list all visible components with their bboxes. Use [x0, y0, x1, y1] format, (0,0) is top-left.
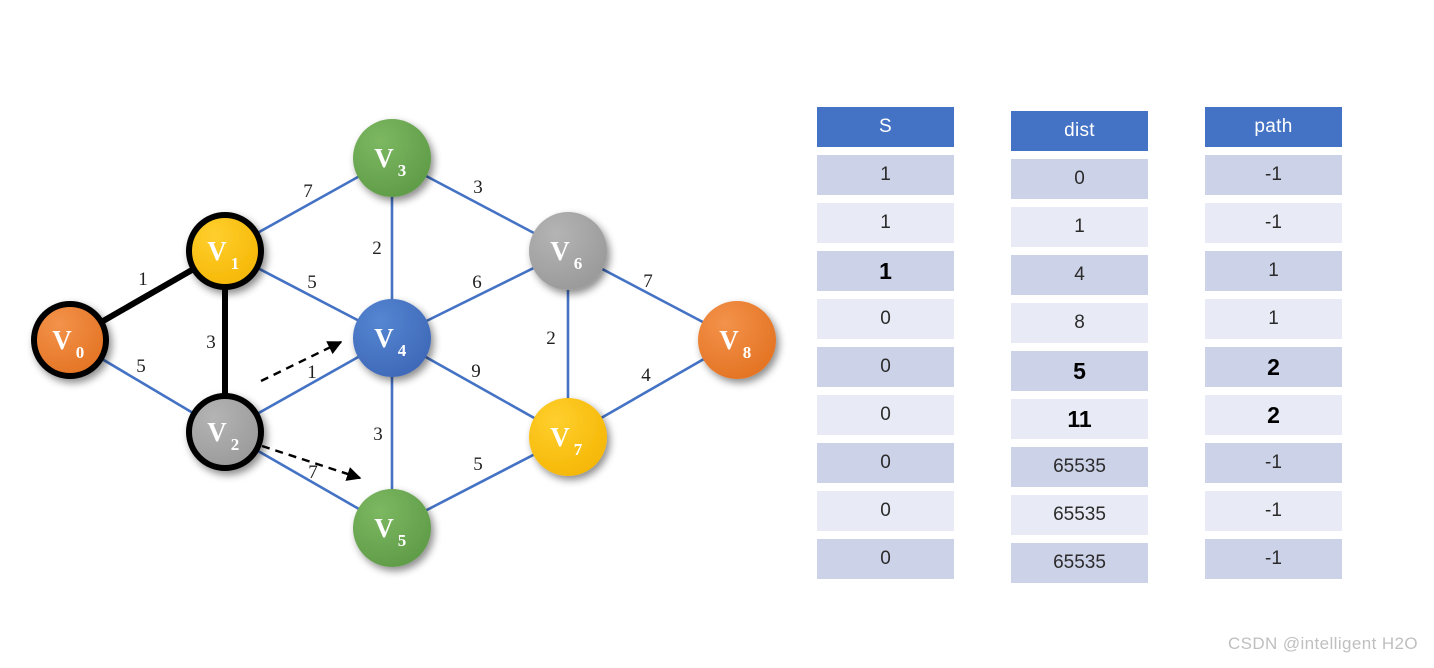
edge-weight-v0-v2: 5: [136, 356, 146, 377]
edge-weight-v4-v7: 9: [471, 361, 481, 382]
cell-s-6: 0: [817, 443, 954, 483]
graph-edge-weights: 1 5 3 7 5 1 7 2 3 6 9 3 5 2 7 4: [136, 177, 653, 483]
edge-weight-v5-v7: 5: [473, 454, 483, 475]
arrow-v2-v4: [260, 340, 343, 383]
cell-s-1: 1: [817, 203, 954, 243]
cell-dist-6: 65535: [1011, 447, 1148, 487]
cell-s-4: 0: [817, 347, 954, 387]
cell-s-5: 0: [817, 395, 954, 435]
table-column-path: path -1 -1 1 1 2 2 -1 -1 -1: [1205, 107, 1342, 579]
cell-dist-2: 4: [1011, 255, 1148, 295]
cell-path-2: 1: [1205, 251, 1342, 291]
graph-annotation-arrows: [260, 340, 362, 481]
table-column-dist: dist 0 1 4 8 5 11 65535 65535 65535: [1011, 111, 1148, 583]
edge-weight-v7-v8: 4: [641, 365, 651, 386]
column-body-path: -1 -1 1 1 2 2 -1 -1 -1: [1205, 155, 1342, 579]
cell-dist-0: 0: [1011, 159, 1148, 199]
cell-path-6: -1: [1205, 443, 1342, 483]
cell-path-7: -1: [1205, 491, 1342, 531]
cell-dist-1: 1: [1011, 207, 1148, 247]
cell-dist-7: 65535: [1011, 495, 1148, 535]
cell-dist-5: 11: [1011, 399, 1148, 439]
edge-weight-v1-v4: 5: [307, 272, 317, 293]
cell-s-8: 0: [817, 539, 954, 579]
edge-weight-v3-v6: 3: [473, 177, 483, 198]
edge-weight-v6-v8: 7: [643, 271, 653, 292]
edge-weight-v0-v1: 1: [138, 269, 148, 290]
cell-path-4: 2: [1205, 347, 1342, 387]
cell-s-0: 1: [817, 155, 954, 195]
column-header-s: S: [817, 107, 954, 147]
column-header-path: path: [1205, 107, 1342, 147]
edge-weight-v1-v3: 7: [303, 181, 313, 202]
cell-path-3: 1: [1205, 299, 1342, 339]
cell-path-5: 2: [1205, 395, 1342, 435]
cell-s-3: 0: [817, 299, 954, 339]
edge-weight-v1-v2: 3: [206, 332, 216, 353]
column-body-dist: 0 1 4 8 5 11 65535 65535 65535: [1011, 159, 1148, 583]
cell-dist-3: 8: [1011, 303, 1148, 343]
edge-weight-v2-v5: 7: [308, 462, 318, 483]
table-column-s: S 1 1 1 0 0 0 0 0 0: [817, 107, 954, 579]
edge-weight-v4-v5: 3: [373, 424, 383, 445]
column-header-dist: dist: [1011, 111, 1148, 151]
cell-dist-4: 5: [1011, 351, 1148, 391]
edge-weight-v3-v4: 2: [372, 238, 382, 259]
cell-s-2: 1: [817, 251, 954, 291]
edge-weight-v4-v6: 6: [472, 272, 482, 293]
cell-path-0: -1: [1205, 155, 1342, 195]
cell-path-8: -1: [1205, 539, 1342, 579]
edge-weight-v6-v7: 2: [546, 328, 556, 349]
edge-weight-v2-v4: 1: [307, 362, 317, 383]
watermark-text: CSDN @intelligent H2O: [1227, 634, 1418, 653]
cell-dist-8: 65535: [1011, 543, 1148, 583]
arrow-v2-v5: [261, 444, 362, 481]
column-body-s: 1 1 1 0 0 0 0 0 0: [817, 155, 954, 579]
cell-path-1: -1: [1205, 203, 1342, 243]
cell-s-7: 0: [817, 491, 954, 531]
